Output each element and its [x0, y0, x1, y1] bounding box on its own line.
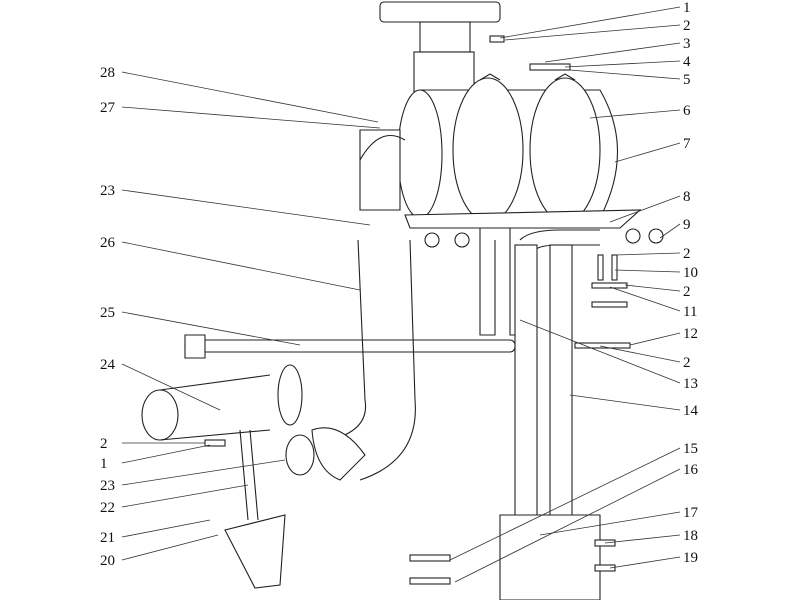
- leader-line: [589, 109, 681, 119]
- callout-label: 1: [100, 456, 108, 472]
- callouts-right: 1 2 3 4 5 6 7 8 9 2 10 2 11 12 2 13 14 1…: [683, 0, 699, 566]
- leader-line: [121, 189, 371, 226]
- leader-line: [121, 363, 221, 411]
- leader-line: [121, 534, 219, 561]
- support-rod: [184, 334, 516, 359]
- callout-label: 2: [100, 436, 108, 452]
- leader-line: [614, 269, 681, 273]
- leader-line: [121, 241, 361, 291]
- leader-line: [121, 484, 249, 508]
- callout-label: 12: [683, 326, 698, 342]
- leader-line: [121, 444, 211, 464]
- callout-label: 2: [683, 18, 691, 34]
- callout-label: 28: [100, 65, 115, 81]
- callout-label: 13: [683, 376, 698, 392]
- elbow-pipe: [141, 364, 303, 441]
- leader-line: [449, 447, 681, 561]
- leader-line: [599, 345, 681, 363]
- callout-label: 8: [683, 189, 691, 205]
- callout-label: 7: [683, 136, 691, 152]
- outlet-pipes: [424, 228, 664, 600]
- callout-label: 9: [683, 217, 691, 233]
- callout-label: 20: [100, 553, 115, 569]
- callout-label: 6: [683, 103, 691, 119]
- callout-label: 27: [100, 100, 116, 116]
- callout-label: 1: [683, 0, 691, 16]
- leader-line: [121, 71, 379, 123]
- leader-line: [454, 468, 681, 583]
- callouts-left: 28 27 23 26 25 24 2 1 23 22 21 20: [100, 65, 116, 569]
- callout-label: 17: [683, 505, 699, 521]
- callout-label: 15: [683, 441, 698, 457]
- callout-label: 3: [683, 36, 691, 52]
- leader-line: [121, 106, 381, 129]
- leader-line: [504, 24, 681, 41]
- leader-line: [659, 223, 681, 239]
- leader-line: [614, 252, 681, 256]
- leader-line: [519, 319, 681, 384]
- callout-label: 5: [683, 72, 691, 88]
- leader-line: [569, 69, 681, 80]
- leader-line: [564, 60, 681, 68]
- leader-line: [121, 311, 301, 346]
- bolts: [204, 35, 631, 585]
- callout-label: 11: [683, 304, 697, 320]
- leader-line: [539, 511, 681, 536]
- leader-line: [609, 195, 681, 223]
- intake-hose: [311, 239, 416, 481]
- callout-label: 10: [683, 265, 698, 281]
- callout-label: 4: [683, 54, 691, 70]
- callout-label: 25: [100, 305, 115, 321]
- callout-label: 24: [100, 357, 116, 373]
- leader-line: [629, 332, 681, 346]
- callout-label: 2: [683, 355, 691, 371]
- intake-cap: [379, 1, 501, 93]
- leader-line: [609, 286, 681, 312]
- callout-label: 19: [683, 550, 698, 566]
- leader-lines: [121, 6, 681, 583]
- callout-label: 16: [683, 462, 699, 478]
- air-filter-housing: [359, 73, 642, 229]
- leader-line: [499, 6, 681, 39]
- callout-label: 21: [100, 530, 115, 546]
- leader-line: [609, 556, 681, 569]
- bracket: [224, 429, 315, 589]
- callout-label: 18: [683, 528, 698, 544]
- callout-label: 14: [683, 403, 699, 419]
- leader-line: [604, 534, 681, 544]
- callout-label: 22: [100, 500, 115, 516]
- callout-label: 23: [100, 183, 115, 199]
- callout-label: 2: [683, 284, 691, 300]
- leader-line: [569, 394, 681, 411]
- callout-label: 26: [100, 235, 116, 251]
- callout-label: 2: [683, 246, 691, 262]
- leader-line: [121, 519, 211, 538]
- leader-line: [624, 284, 681, 292]
- leader-line: [614, 142, 681, 163]
- leader-line: [121, 459, 286, 486]
- callout-label: 23: [100, 478, 115, 494]
- leader-line: [544, 42, 681, 63]
